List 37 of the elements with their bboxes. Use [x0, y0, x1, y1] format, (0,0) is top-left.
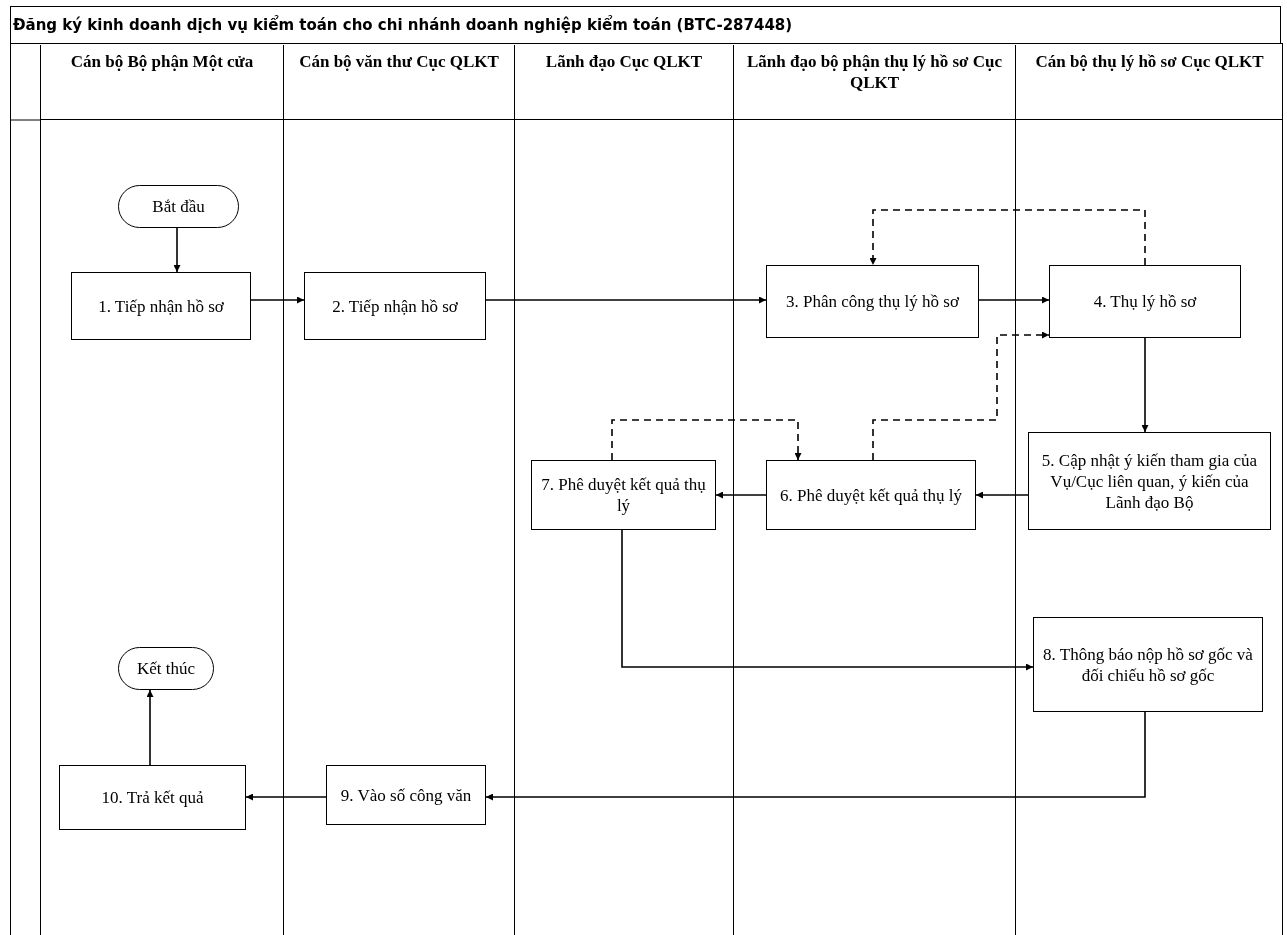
terminator-box: Bắt đầu	[118, 185, 239, 228]
arrow	[245, 793, 327, 801]
process-box: 7. Phê duyệt kết quả thụ lý	[531, 460, 716, 530]
swimlane	[283, 45, 514, 935]
dashed-arrow	[611, 419, 802, 461]
lane-title: Lãnh đạo bộ phận thụ lý hồ sơ Cục QLKT	[745, 51, 1004, 93]
process-box: 8. Thông báo nộp hồ sơ gốc và đối chiếu hồ sơ gốc	[1033, 617, 1263, 712]
arrow	[485, 711, 1146, 801]
process-box: 6. Phê duyệt kết quả thụ lý	[766, 460, 976, 530]
arrow	[250, 296, 305, 304]
process-box: 2. Tiếp nhận hồ sơ	[304, 272, 486, 340]
lane-title: Cán bộ văn thư Cục QLKT	[299, 51, 499, 72]
process-box: 10. Trả kết quả	[59, 765, 246, 830]
process-box: 3. Phân công thụ lý hồ sơ	[766, 265, 979, 338]
terminator-box: Kết thúc	[118, 647, 214, 690]
arrow	[173, 227, 181, 273]
process-box: 1. Tiếp nhận hồ sơ	[71, 272, 251, 340]
arrow	[978, 296, 1050, 304]
process-box: 5. Cập nhật ý kiến tham gia của Vụ/Cục liên quan, ý kiến của Lãnh đạo Bộ	[1028, 432, 1271, 530]
dashed-arrow	[869, 209, 1146, 266]
arrow	[1141, 337, 1149, 433]
lane-title: Cán bộ thụ lý hồ sơ Cục QLKT	[1035, 51, 1264, 72]
arrow	[975, 491, 1029, 499]
process-box: 9. Vào số công văn	[326, 765, 486, 825]
arrow	[146, 689, 154, 766]
swimlane	[514, 45, 733, 935]
arrow	[485, 296, 767, 304]
lane-title: Lãnh đạo Cục QLKT	[545, 51, 703, 72]
swimlane	[1015, 45, 1283, 935]
swimlane	[40, 45, 283, 935]
dashed-arrow	[872, 331, 1050, 461]
lane-title: Cán bộ Bộ phận Một cửa	[70, 51, 254, 72]
arrow	[715, 491, 767, 499]
arrow	[621, 529, 1034, 671]
process-box: 4. Thụ lý hồ sơ	[1049, 265, 1241, 338]
diagram-title: Đăng ký kinh doanh dịch vụ kiểm toán cho chi nhánh doanh nghiệp kiểm toán (BTC-287448)	[10, 6, 1281, 44]
swimlane	[733, 45, 1015, 935]
